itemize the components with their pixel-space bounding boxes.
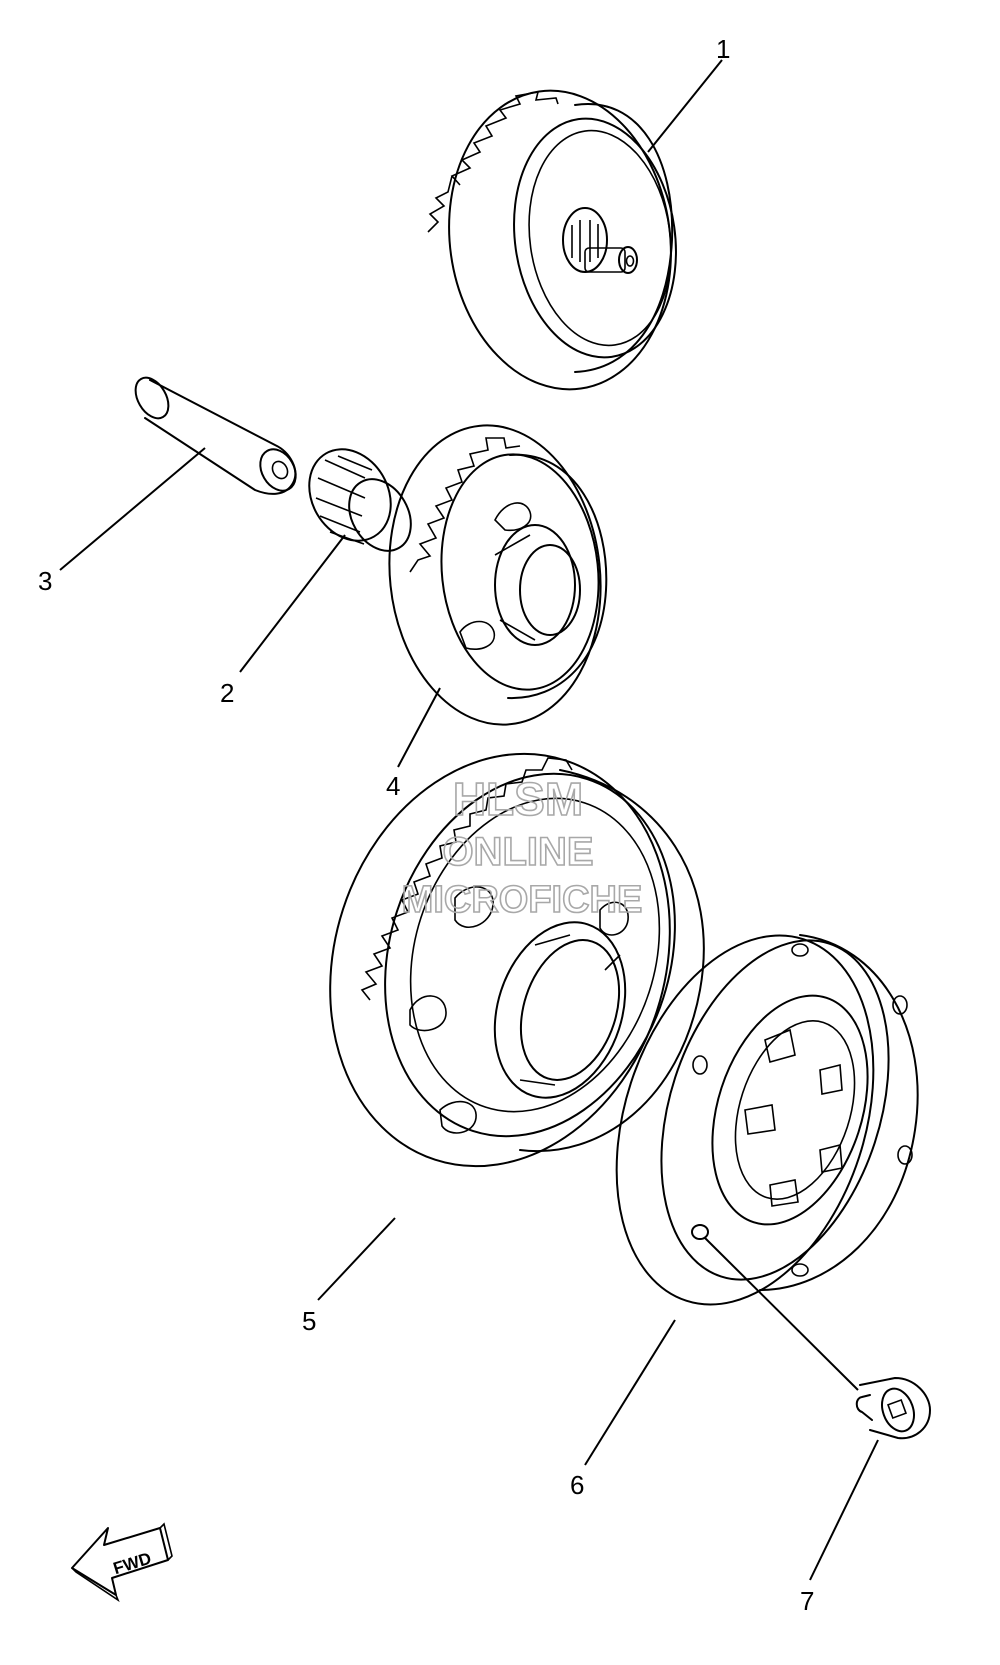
callout-7: 7	[800, 1586, 814, 1616]
leader-3	[59, 447, 206, 571]
watermark-line-1: HLSM	[453, 773, 583, 825]
callout-2: 2	[220, 678, 234, 708]
leader-6-bolt-axis	[704, 1237, 859, 1391]
callout-6: 6	[570, 1470, 584, 1500]
leader-1	[647, 59, 723, 153]
forward-arrow-icon: FWD	[71, 1522, 173, 1603]
callout-4: 4	[386, 771, 400, 801]
watermark: HLSM ONLINE MICROFICHE	[401, 772, 643, 922]
leader-lines	[59, 59, 879, 1581]
part-6-one-way-clutch[interactable]	[572, 902, 929, 1338]
leader-4	[397, 687, 441, 768]
fwd-label: FWD	[111, 1549, 154, 1578]
watermark-line-3: MICROFICHE	[402, 879, 643, 921]
callout-1: 1	[716, 34, 730, 64]
part-5-gear-teeth	[360, 757, 573, 1001]
leader-5	[317, 1217, 396, 1301]
watermark-line-2: ONLINE	[442, 830, 593, 874]
part-7-bolt[interactable]	[855, 1377, 931, 1440]
leader-2	[239, 534, 346, 673]
part-5-starter-wheel-gear[interactable]	[278, 709, 722, 1210]
leader-6	[584, 1319, 676, 1466]
part-3-idler-shaft[interactable]	[129, 372, 303, 497]
callout-labels: 1 2 3 4 5 6 7	[38, 34, 814, 1616]
part-1-gear-teeth	[427, 90, 559, 233]
part-4-gear-teeth	[409, 437, 521, 573]
callout-5: 5	[302, 1306, 316, 1336]
part-1-starter-gear-assembly[interactable]	[427, 76, 691, 404]
part-4-idler-gear[interactable]	[375, 415, 615, 735]
part-2-needle-bearing[interactable]	[293, 434, 423, 561]
callout-3: 3	[38, 566, 52, 596]
leader-7	[809, 1439, 879, 1581]
